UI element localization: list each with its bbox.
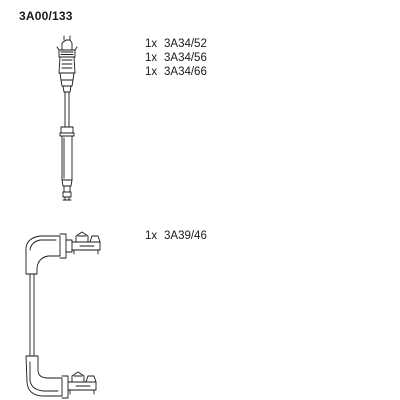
set-number-title: 3A00/133: [19, 9, 73, 23]
lead-plug-terminal: [62, 191, 72, 201]
parts-list-row: 1x 3A34/52: [145, 37, 207, 51]
parts-list-angled-lead: 1x 3A39/46: [145, 229, 207, 243]
angled-bottom-terminal: [67, 371, 97, 395]
parts-list-straight-leads: 1x 3A34/52 1x 3A34/56 1x 3A34/66: [145, 37, 207, 79]
lead-top-terminal: [56, 35, 78, 58]
angled-ignition-lead: [25, 231, 101, 399]
lead-plug-boot: [59, 126, 75, 193]
part-number: 3A34/56: [164, 52, 207, 64]
part-quantity: 1x: [145, 66, 158, 78]
part-quantity: 1x: [145, 52, 158, 64]
angled-top-terminal: [71, 231, 101, 255]
part-number: 3A34/52: [164, 38, 207, 50]
straight-ignition-lead: [56, 35, 78, 201]
lead-boot: [58, 56, 76, 93]
angled-bottom-boot: [25, 355, 69, 399]
parts-list-row: 1x 3A39/46: [145, 229, 207, 243]
angled-cable: [29, 273, 35, 357]
parts-list-row: 1x 3A34/56: [145, 51, 207, 65]
angled-top-boot: [25, 233, 73, 275]
part-number: 3A39/46: [164, 230, 207, 242]
lead-cable: [64, 91, 70, 128]
part-number: 3A34/66: [164, 66, 207, 78]
parts-list-row: 1x 3A34/66: [145, 65, 207, 79]
part-quantity: 1x: [145, 38, 158, 50]
part-quantity: 1x: [145, 230, 158, 242]
